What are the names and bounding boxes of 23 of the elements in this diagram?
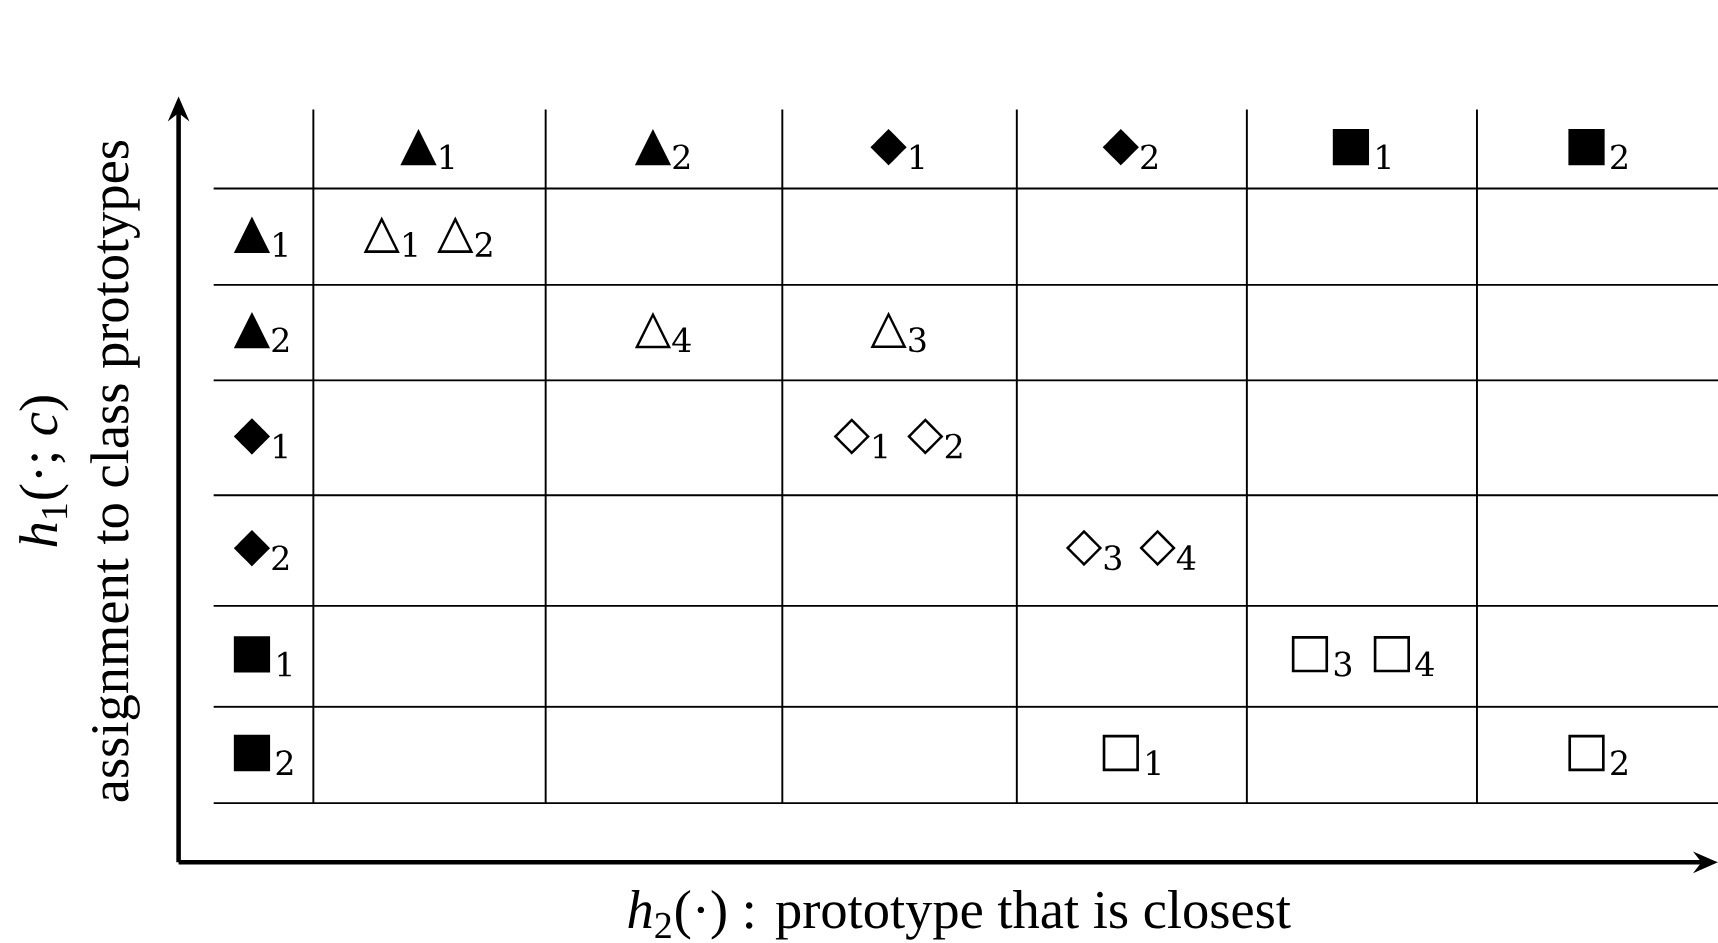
column-header: ◆$_{2}$	[1102, 128, 1157, 169]
row-header: ◆$_{1}$	[233, 418, 287, 459]
column-header: ▲$_{1}$	[400, 128, 454, 169]
column-header: ■$_{1}$	[1332, 128, 1390, 169]
axis-label: h$_{2}$(·) : prototype that is closest	[628, 889, 1291, 940]
cell-symbols: △$_{1}$ △$_{2}$	[363, 216, 492, 257]
cell-symbols: △$_{4}$	[634, 311, 691, 352]
axis-label: h$_{1}$(·; c)	[19, 396, 69, 547]
column-header: ■$_{2}$	[1568, 128, 1627, 169]
cell-symbols: □$_{1}$	[1102, 734, 1160, 775]
column-header: ▲$_{2}$	[634, 128, 690, 169]
cell-symbols: ◇$_{1}$ ◇$_{2}$	[833, 418, 962, 459]
axis-label: assignment to class prototypes	[90, 140, 140, 802]
row-header: ◆$_{2}$	[233, 529, 289, 570]
cell-symbols: □$_{3}$ □$_{4}$	[1291, 635, 1434, 677]
row-header: ■$_{1}$	[233, 636, 291, 677]
row-header: ▲$_{1}$	[233, 216, 287, 257]
row-header: ■$_{2}$	[233, 734, 293, 775]
cell-symbols: □$_{2}$	[1568, 734, 1627, 775]
cell-symbols: △$_{3}$	[870, 311, 926, 353]
cell-symbols: ◇$_{3}$ ◇$_{4}$	[1065, 529, 1196, 571]
row-header: ▲$_{2}$	[233, 311, 289, 352]
column-header: ◆$_{1}$	[870, 128, 924, 169]
